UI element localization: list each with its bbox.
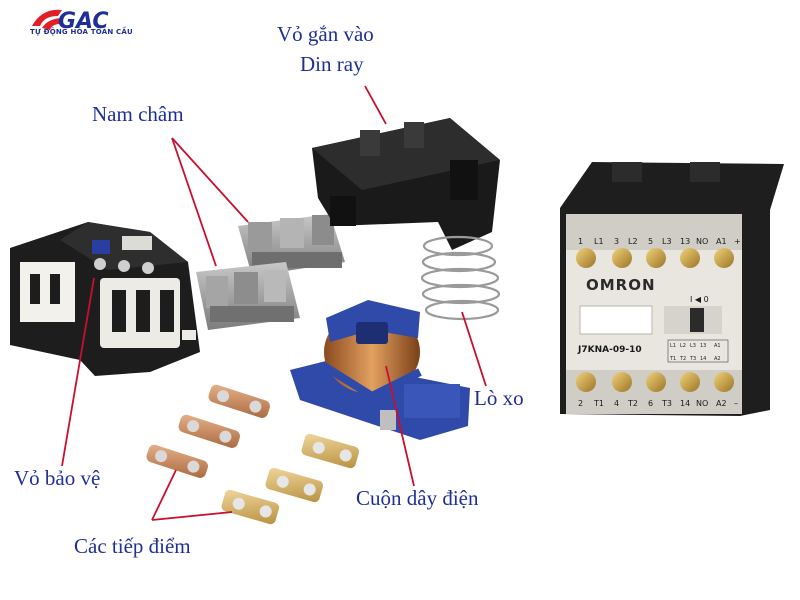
diag-l2: L2	[680, 343, 686, 349]
switch-marks: I ◀ 0	[690, 295, 709, 304]
label-housing-line-1: Vỏ gắn vào	[277, 22, 374, 46]
terminal-bottom-9: A2	[716, 399, 727, 408]
terminal-top-3: 3	[614, 237, 619, 246]
assembled-contactor: 1 L1 3 L2 5 L3 13 NO A1 + OMRON I ◀ 0 J7…	[560, 162, 784, 416]
terminal-top-5: 5	[648, 237, 653, 246]
terminal-top-8: NO	[696, 237, 708, 246]
arrow-contacts-brass	[151, 511, 233, 521]
bottom-terminal-labels: 2 T1 4 T2 6 T3 14 NO A2 –	[578, 399, 738, 408]
arrow-cover	[61, 277, 95, 467]
diag-14: 14	[700, 356, 706, 362]
terminal-bottom-10: –	[734, 399, 738, 408]
arrow-magnet-upper	[171, 137, 249, 223]
terminal-top-2: L1	[594, 237, 604, 246]
arrow-magnet-lower	[171, 137, 217, 267]
diag-t2: T2	[679, 356, 686, 362]
terminal-top-9: A1	[716, 237, 727, 246]
coil	[290, 300, 470, 440]
diag-a1: A1	[714, 343, 721, 349]
terminal-top-4: L2	[628, 237, 638, 246]
din-rail-housing	[312, 118, 500, 250]
arrow-spring	[461, 311, 487, 387]
label-coil: Cuộn dây điện	[356, 486, 479, 510]
svg-text:L1 L2 L3: L1 L2 L3 13 A1 T1 T2 T3 14 A2	[669, 343, 722, 362]
model-number: J7KNA-09-10	[577, 345, 642, 355]
terminal-bottom-7: 14	[680, 399, 690, 408]
protective-cover	[10, 222, 200, 376]
arrow-coil	[385, 365, 415, 487]
bottom-screws	[576, 372, 734, 392]
terminal-bottom-4: T2	[627, 399, 638, 408]
diag-l3: L3	[690, 343, 696, 349]
spring	[420, 235, 501, 321]
terminal-bottom-5: 6	[648, 399, 653, 408]
label-magnet: Nam châm	[92, 102, 184, 126]
terminal-bottom-2: T1	[593, 399, 604, 408]
diag-a2: A2	[714, 356, 721, 362]
terminal-top-10: +	[734, 237, 741, 246]
terminal-top-1: 1	[578, 237, 583, 246]
arrows	[61, 85, 487, 521]
diag-t3: T3	[689, 356, 696, 362]
arrow-contacts-copper	[151, 469, 177, 521]
terminal-top-7: 13	[680, 237, 690, 246]
gac-logo: GAC	[32, 9, 109, 34]
label-cover: Vỏ bảo vệ	[14, 466, 101, 490]
label-housing-line-2: Din ray	[300, 52, 364, 76]
logo-mark: GAC	[58, 9, 109, 34]
copper-contacts	[146, 384, 270, 478]
logo-tagline: TỰ ĐỘNG HÓA TOÀN CẦU	[30, 28, 133, 36]
terminal-bottom-6: T3	[661, 399, 672, 408]
terminal-bottom-3: 4	[614, 399, 619, 408]
wiring-diagram: L1 L2 L3 13 A1 T1 T2 T3 14 A2	[667, 339, 729, 363]
arrow-housing	[364, 85, 387, 125]
terminal-bottom-1: 2	[578, 399, 583, 408]
terminal-top-6: L3	[662, 237, 672, 246]
top-terminal-labels: 1 L1 3 L2 5 L3 13 NO A1 +	[578, 237, 741, 246]
diag-13: 13	[700, 343, 706, 349]
label-spring: Lò xo	[474, 386, 524, 410]
brass-contacts	[221, 433, 360, 525]
diag-t1: T1	[669, 356, 676, 362]
brand-logo: OMRON	[586, 276, 656, 294]
top-screws	[576, 248, 734, 268]
magnet-lower	[196, 262, 300, 330]
diag-l1: L1	[670, 343, 676, 349]
terminal-bottom-8: NO	[696, 399, 708, 408]
label-contacts: Các tiếp điểm	[74, 534, 191, 558]
